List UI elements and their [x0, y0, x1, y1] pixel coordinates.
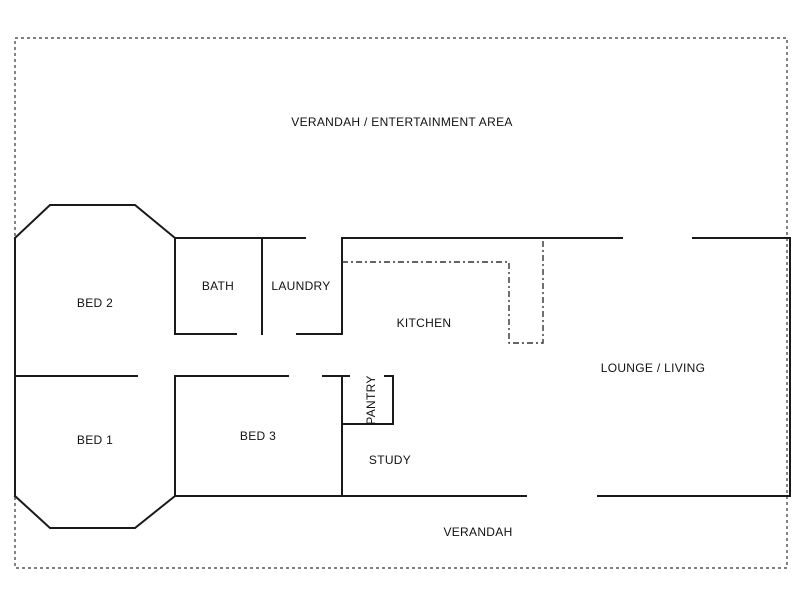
- label-lounge: LOUNGE / LIVING: [601, 361, 706, 375]
- property-boundary: [14, 37, 788, 569]
- pantry-enclosure: [341, 375, 394, 425]
- label-bath: BATH: [202, 279, 234, 293]
- kitchen-bench: [342, 238, 544, 344]
- label-pantry: PANTRY: [364, 375, 378, 424]
- label-study: STUDY: [369, 453, 411, 467]
- label-laundry: LAUNDRY: [271, 279, 330, 293]
- label-bed2: BED 2: [77, 296, 113, 310]
- label-verandah: VERANDAH: [443, 525, 512, 539]
- label-bed3: BED 3: [240, 429, 276, 443]
- label-verandah-entertainment: VERANDAH / ENTERTAINMENT AREA: [291, 115, 512, 129]
- label-bed1: BED 1: [77, 433, 113, 447]
- label-kitchen: KITCHEN: [397, 316, 452, 330]
- bed1-bay-wall: [13, 494, 177, 529]
- bed2-bay-wall: [13, 204, 177, 240]
